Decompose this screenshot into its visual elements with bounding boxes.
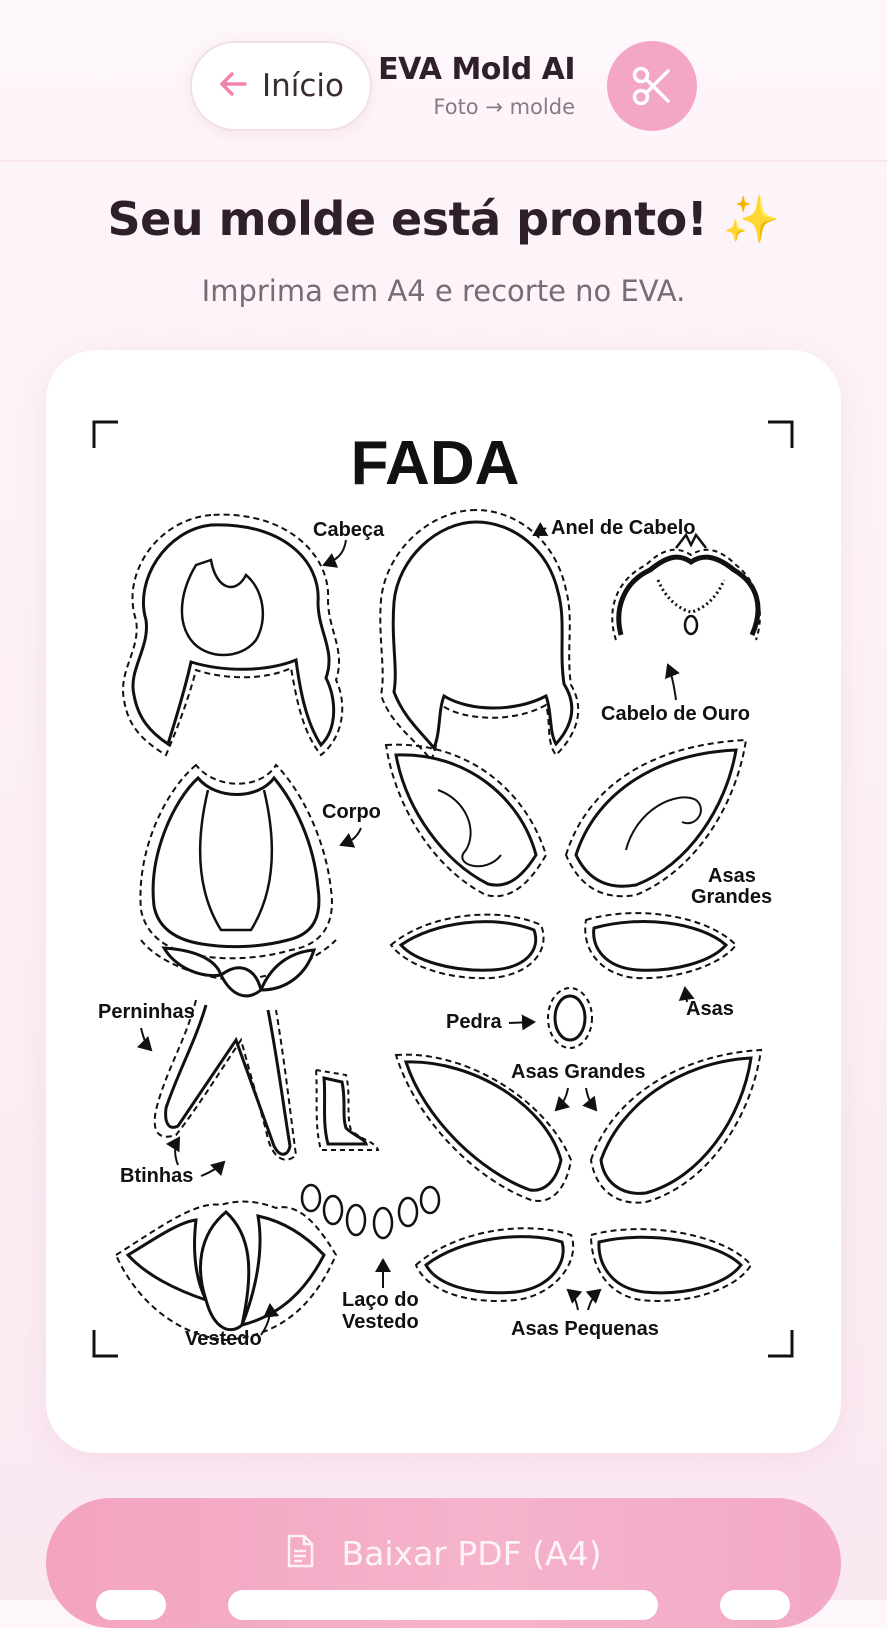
label-btinhas: Btinhas bbox=[120, 1165, 193, 1187]
piece-perninhas bbox=[153, 999, 298, 1161]
mold-labels: Cabeça Anel de Cabelo Cabelo de Ouro Cor… bbox=[98, 517, 772, 1350]
header-divider bbox=[0, 160, 887, 162]
piece-cabelo-ouro bbox=[611, 532, 761, 641]
piece-asas-1 bbox=[389, 912, 738, 980]
piece-laco bbox=[300, 1183, 441, 1240]
label-asas-grandes-2: Asas Grandes bbox=[511, 1061, 646, 1083]
label-anel: Anel de Cabelo bbox=[551, 517, 695, 539]
app-header: Início EVA Mold AI Foto → molde bbox=[0, 0, 887, 160]
scissors-logo-button[interactable] bbox=[607, 41, 697, 131]
arrow-left-icon bbox=[218, 69, 248, 103]
download-pdf-label: Baixar PDF (A4) bbox=[341, 1534, 602, 1573]
label-laco-b: Vestedo bbox=[342, 1311, 419, 1333]
label-cabeca: Cabeça bbox=[313, 519, 385, 541]
piece-vestedo bbox=[114, 1200, 338, 1342]
back-home-label: Início bbox=[261, 68, 345, 104]
page-subtitle: Imprima em A4 e recorte no EVA. bbox=[201, 274, 686, 308]
crop-mark-br bbox=[768, 1330, 794, 1358]
piece-asas-grandes-2 bbox=[394, 1048, 763, 1204]
mold-sheet-image: FADA bbox=[46, 350, 841, 1453]
label-pedra: Pedra bbox=[446, 1011, 502, 1033]
app-subtitle: Foto → molde bbox=[433, 95, 575, 119]
label-asas-grandes-1a: Asas bbox=[708, 865, 756, 887]
crop-mark-tl bbox=[92, 420, 118, 448]
brand: EVA Mold AI Foto → molde bbox=[378, 52, 575, 119]
label-cabelo-ouro: Cabelo de Ouro bbox=[601, 703, 750, 725]
mold-drawing: FADA bbox=[92, 420, 794, 1358]
bottom-control-left bbox=[96, 1590, 166, 1620]
mold-title: FADA bbox=[351, 429, 520, 498]
label-vestedo: Vestedo bbox=[185, 1328, 262, 1350]
label-asas-pequenas: Asas Pequenas bbox=[511, 1318, 659, 1340]
app-title: EVA Mold AI bbox=[378, 52, 575, 87]
piece-corpo bbox=[139, 763, 333, 960]
crop-mark-tr bbox=[768, 420, 794, 448]
bottom-control-right bbox=[720, 1590, 790, 1620]
mold-preview-card: FADA bbox=[46, 350, 841, 1453]
label-corpo: Corpo bbox=[322, 801, 381, 823]
label-perninhas: Perninhas bbox=[98, 1001, 195, 1023]
piece-asas-pequenas bbox=[414, 1227, 753, 1302]
document-icon bbox=[286, 1534, 314, 1572]
sparkles-icon: ✨ bbox=[722, 192, 780, 246]
piece-botinha bbox=[314, 1068, 380, 1151]
bottom-control-center bbox=[228, 1590, 658, 1620]
piece-anel-cabelo bbox=[379, 508, 580, 762]
piece-saia bbox=[140, 939, 337, 998]
label-laco-a: Laço do bbox=[342, 1289, 419, 1311]
crop-mark-bl bbox=[92, 1330, 118, 1358]
page-title: Seu molde está pronto! ✨ bbox=[0, 192, 887, 247]
back-home-button[interactable]: Início bbox=[190, 41, 372, 131]
page-title-text: Seu molde está pronto! bbox=[107, 192, 708, 246]
piece-asas-grandes-1 bbox=[384, 738, 748, 898]
label-asas-grandes-1b: Grandes bbox=[691, 886, 772, 908]
label-asas: Asas bbox=[686, 998, 734, 1020]
piece-cabeca bbox=[122, 513, 344, 757]
scissors-icon bbox=[632, 66, 670, 106]
piece-pedra bbox=[547, 987, 593, 1049]
